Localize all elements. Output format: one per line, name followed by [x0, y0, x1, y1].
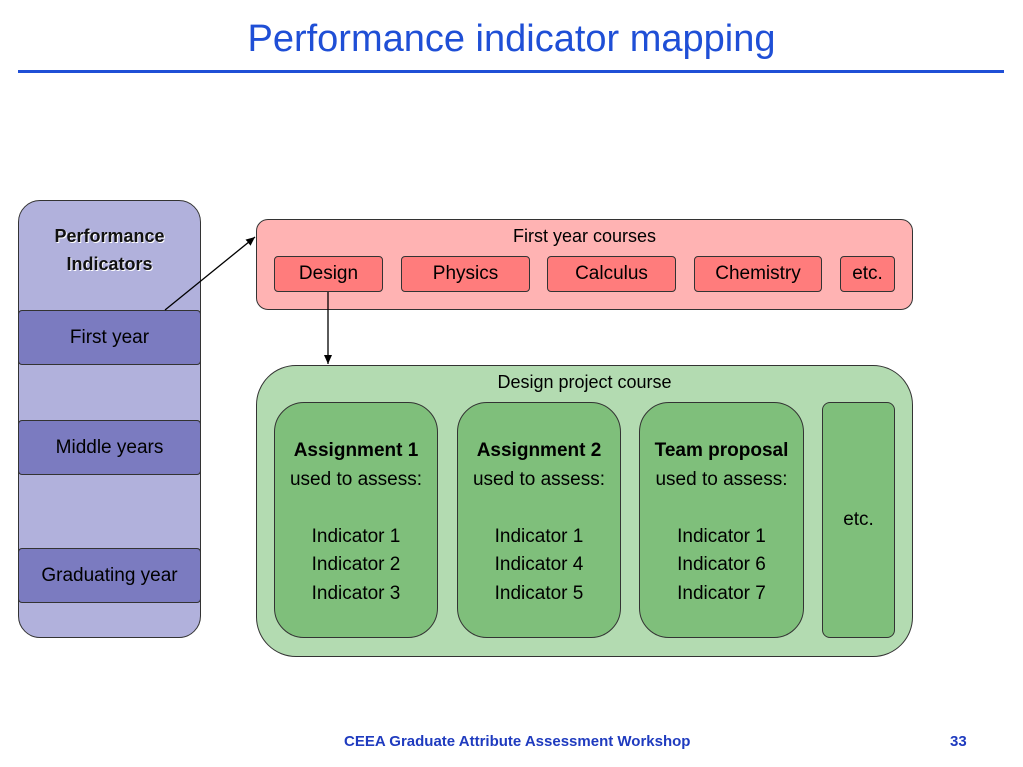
course-etc: etc. [840, 256, 895, 292]
course-calculus: Calculus [547, 256, 676, 292]
heading-line-1: Performance [54, 226, 165, 246]
assignment-name: Assignment 1 [293, 440, 419, 461]
assignment-caption: used to assess: [472, 468, 606, 490]
level-first-year: First year [18, 310, 201, 365]
indicator-item: Indicator 1 [677, 525, 766, 547]
level-middle-years: Middle years [18, 420, 201, 475]
team-proposal-box: Team proposal used to assess: Indicator … [639, 402, 804, 638]
assignment-name: Assignment 2 [476, 440, 602, 461]
design-etc-box: etc. [822, 402, 895, 638]
indicator-item: Indicator 4 [494, 554, 584, 575]
indicator-item: Indicator 5 [494, 582, 584, 604]
indicator-item: Indicator 1 [494, 525, 584, 547]
performance-indicators-heading: Performance Indicators [18, 222, 201, 278]
slide-title: Performance indicator mapping [247, 18, 776, 60]
course-chemistry: Chemistry [694, 256, 822, 292]
title-divider [18, 70, 1004, 73]
footer-workshop-title: CEEA Graduate Attribute Assessment Works… [344, 733, 691, 750]
assignment-1-box: Assignment 1 used to assess: Indicator 1… [274, 402, 438, 638]
arrow-first-year-to-courses [164, 236, 256, 311]
indicator-item: Indicator 6 [677, 554, 766, 575]
first-year-courses-title: First year courses [512, 226, 657, 246]
indicator-item: Indicator 3 [311, 582, 401, 604]
indicator-item: Indicator 7 [677, 582, 766, 604]
course-physics: Physics [401, 256, 530, 292]
indicator-item: Indicator 1 [311, 525, 401, 547]
course-design: Design [274, 256, 383, 292]
assignment-caption: used to assess: [655, 468, 788, 490]
heading-line-2: Indicators [66, 254, 153, 274]
assignment-2-box: Assignment 2 used to assess: Indicator 1… [457, 402, 621, 638]
assignment-name: Team proposal [654, 440, 789, 461]
indicator-item: Indicator 2 [311, 554, 401, 575]
assignment-caption: used to assess: [289, 468, 423, 490]
design-project-course-title: Design project course [497, 372, 672, 392]
level-graduating-year: Graduating year [18, 548, 201, 603]
page-number: 33 [950, 733, 967, 750]
